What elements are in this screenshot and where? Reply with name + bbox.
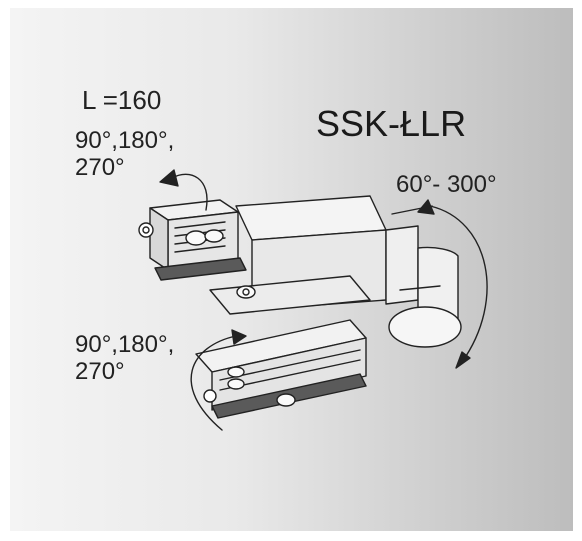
rotation-range-label: 60°- 300° (396, 171, 497, 198)
model-title: SSK-ŁLR (316, 103, 467, 144)
bottom-rotation-arrow (190, 329, 247, 431)
bottom-angle-label: 90°,180°, 270° (75, 331, 175, 385)
bottom-track-arm (195, 319, 367, 419)
rotation-joint (385, 225, 462, 348)
top-rotation-arrow (159, 169, 208, 211)
central-body (209, 195, 387, 315)
range-rotation-arrow (391, 199, 488, 369)
length-label: L =160 (82, 85, 162, 115)
top-track-arm (138, 199, 247, 281)
top-angle-label: 90°,180°, 270° (75, 127, 175, 181)
